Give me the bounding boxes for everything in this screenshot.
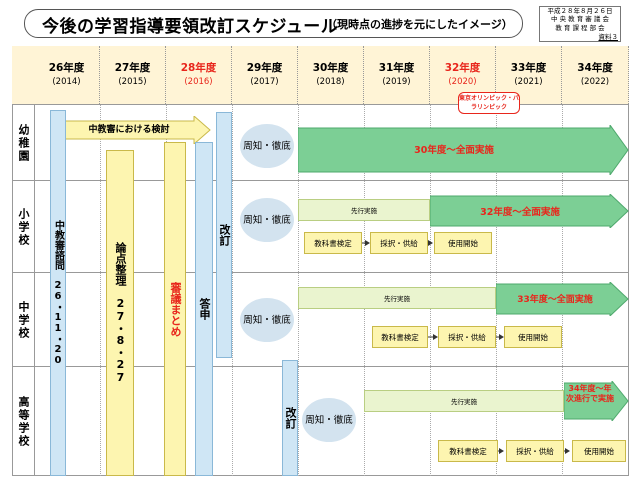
- el-full-label: 32年度～全面実施: [480, 207, 560, 218]
- row-label-elementary: 小学校: [17, 207, 30, 247]
- row-label-junior-high: 中学校: [17, 300, 30, 340]
- kg-full-label: 30年度～全面実施: [414, 145, 494, 156]
- issues-bar: 論点整理 27・8・27: [106, 150, 134, 476]
- row-label-kindergarten: 幼稚園: [17, 123, 30, 163]
- document-number: 資料３: [598, 32, 619, 41]
- label-divider: [34, 104, 35, 476]
- consult-arrow: [64, 116, 211, 144]
- year-divider: [232, 104, 233, 476]
- year-gregorian: (2022): [580, 77, 610, 87]
- notify-oval-junior: 周知・徹底: [240, 298, 294, 342]
- el-textbook-review: 教科書検定: [304, 232, 362, 254]
- revision-high-bar: 改訂: [282, 360, 298, 476]
- issuer-org1: 中 央 教 育 審 議 会: [551, 15, 609, 24]
- olympic-badge: 東京オリンピック・パラリンピック: [458, 92, 520, 114]
- el-adoption: 採択・供給: [370, 232, 428, 254]
- row-divider: [12, 104, 629, 105]
- issuer-org2: 教 育 課 程 部 会: [555, 23, 605, 32]
- hs-adoption: 採択・供給: [506, 440, 564, 462]
- jr-full-arrow: [496, 282, 629, 316]
- revision-bar: 改訂: [216, 112, 232, 358]
- hs-textbook-review: 教科書検定: [438, 440, 498, 462]
- page-title: 今後の学習指導要領改訂スケジュール: [42, 17, 339, 37]
- summary-bar: 審議まとめ: [164, 142, 186, 476]
- header-corner: [12, 46, 34, 104]
- jr-full-label: 33年度～全面実施: [517, 295, 593, 305]
- year-header: 31年度 (2019): [364, 46, 430, 104]
- notify-oval-kindergarten: 周知・徹底: [240, 124, 294, 168]
- year-header: 30年度 (2018): [298, 46, 364, 104]
- kg-full-arrow: [298, 125, 629, 175]
- year-label: 33年度: [510, 62, 547, 74]
- page-subtitle: （現時点の進捗を元にしたイメージ）: [326, 18, 513, 31]
- hs-full-arrow: [564, 381, 629, 421]
- consult-label: 中教審における検討: [88, 125, 170, 135]
- year-header: 34年度 (2022): [562, 46, 629, 104]
- year-gregorian: (2020): [448, 77, 477, 87]
- jr-start-use: 使用開始: [504, 326, 562, 348]
- year-gregorian: (2015): [118, 77, 147, 87]
- jr-adoption: 採択・供給: [438, 326, 496, 348]
- year-gregorian: (2014): [52, 77, 81, 87]
- year-label: 30年度: [312, 62, 349, 74]
- year-label: 28年度: [180, 62, 217, 74]
- year-header: 27年度 (2015): [100, 46, 166, 104]
- year-label: 34年度: [577, 62, 613, 74]
- year-gregorian: (2018): [316, 77, 345, 87]
- report-bar: 答申: [195, 142, 213, 476]
- year-header: 28年度 (2016): [166, 46, 232, 104]
- title-frame: [24, 9, 523, 38]
- year-header: 26年度 (2014): [34, 46, 100, 104]
- notify-oval-high: 周知・徹底: [302, 398, 356, 442]
- hs-full-label: 34年度～年次進行で実施: [566, 384, 614, 403]
- row-divider: [12, 272, 629, 273]
- el-advance-bar: 先行実施: [298, 199, 430, 221]
- inquiry-bar: 中教審諮問 26・11・20: [50, 110, 66, 476]
- year-gregorian: (2021): [514, 77, 543, 87]
- year-label: 26年度: [48, 62, 85, 74]
- hs-start-use: 使用開始: [572, 440, 626, 462]
- year-label: 29年度: [246, 62, 283, 74]
- notify-oval-elementary: 周知・徹底: [240, 198, 294, 242]
- jr-flow-arrows: [428, 334, 504, 340]
- issuer-box: 平成２８年８月２６日 中 央 教 育 審 議 会 教 育 課 程 部 会 資料３: [539, 6, 621, 42]
- year-gregorian: (2017): [250, 77, 279, 87]
- year-gregorian: (2016): [184, 77, 213, 87]
- year-label: 32年度: [444, 62, 481, 74]
- year-label: 31年度: [378, 62, 415, 74]
- year-header: 29年度 (2017): [232, 46, 298, 104]
- row-divider: [12, 366, 629, 367]
- el-start-use: 使用開始: [434, 232, 492, 254]
- row-label-high-school: 高等学校: [17, 396, 30, 448]
- hs-advance-bar: 先行実施: [364, 390, 564, 412]
- jr-advance-bar: 先行実施: [298, 287, 496, 309]
- year-label: 27年度: [114, 62, 151, 74]
- jr-textbook-review: 教科書検定: [372, 326, 428, 348]
- el-full-arrow: [430, 194, 629, 228]
- year-divider: [100, 104, 101, 476]
- issuer-date: 平成２８年８月２６日: [547, 7, 613, 15]
- year-gregorian: (2019): [382, 77, 411, 87]
- row-divider: [12, 180, 629, 181]
